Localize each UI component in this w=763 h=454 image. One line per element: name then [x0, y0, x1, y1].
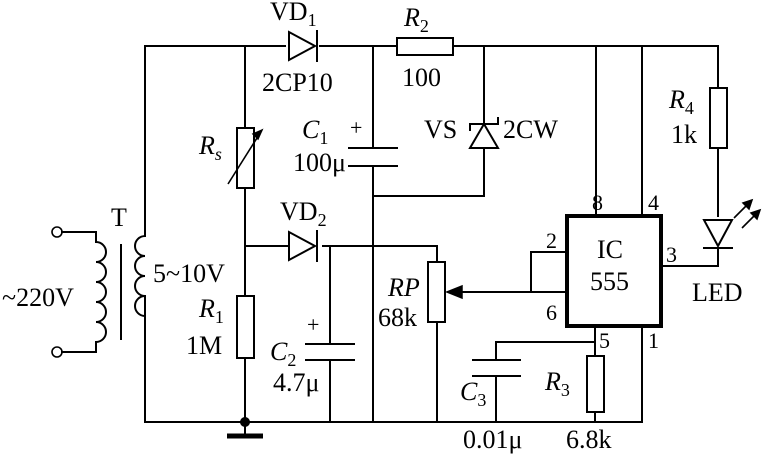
- r4-ref: R: [668, 85, 685, 114]
- svg-text:VD2: VD2: [280, 197, 327, 230]
- rp-ref: RP: [387, 273, 420, 302]
- ic-pin-4: 4: [648, 190, 659, 215]
- rs-sub: s: [215, 144, 222, 164]
- transformer-t: T ~220V 5~10V: [2, 203, 225, 358]
- rp-value: 68k: [378, 303, 417, 332]
- r1-sub: 1: [215, 307, 224, 327]
- vd1-sub: 1: [308, 10, 317, 30]
- svg-text:C1: C1: [302, 115, 328, 148]
- c1-polarity: +: [350, 115, 362, 140]
- diode-vd2: VD2: [280, 197, 327, 262]
- led-indicator: LED: [692, 198, 762, 307]
- ic-pin-6: 6: [546, 300, 557, 325]
- resistor-r4: R4 1k: [668, 85, 728, 149]
- zener-vs: VS 2CW: [424, 109, 558, 167]
- svg-text:R2: R2: [403, 3, 429, 36]
- r2-ref: R: [403, 3, 420, 32]
- capacitor-c3-plates: [472, 359, 521, 377]
- capacitor-c2: + C2 4.7μ: [270, 312, 355, 397]
- svg-text:VD1: VD1: [270, 0, 317, 30]
- c1-value: 100μ: [293, 148, 346, 177]
- capacitor-c2-plates: [305, 343, 355, 361]
- secondary-coil: [134, 231, 147, 318]
- input-terminal-top: [51, 226, 63, 238]
- ic-555-body: [565, 214, 663, 328]
- r4-value: 1k: [671, 120, 697, 149]
- capacitor-c3: C3 0.01μ: [460, 359, 522, 454]
- resistor-r2-body: [396, 37, 454, 56]
- input-voltage-label: ~220V: [2, 283, 74, 312]
- svg-text:C3: C3: [460, 377, 486, 410]
- resistor-r3-body: [586, 355, 605, 413]
- r3-value: 6.8k: [566, 425, 612, 454]
- primary-coil: [94, 240, 107, 344]
- ic-line2: 555: [590, 267, 629, 296]
- svg-text:Rs: Rs: [198, 131, 222, 164]
- r3-sub: 3: [561, 380, 570, 400]
- vs-ref: VS: [424, 115, 457, 144]
- resistor-rs-body: [236, 127, 255, 189]
- ic-pin-5: 5: [599, 328, 610, 353]
- resistor-r1-body: [236, 295, 255, 359]
- ic-pin-3: 3: [666, 242, 677, 267]
- capacitor-c1-plates: [348, 147, 398, 167]
- rp-wiper-arrow: [444, 284, 463, 300]
- vd1-ref: VD: [270, 0, 308, 26]
- diode-vd1-symbol: [288, 30, 318, 62]
- r2-sub: 2: [420, 16, 429, 36]
- c3-value: 0.01μ: [463, 425, 522, 454]
- ic-line1: IC: [597, 235, 623, 264]
- resistor-r3: R3 6.8k: [544, 355, 612, 454]
- c3-sub: 3: [477, 390, 486, 410]
- c1-sub: 1: [319, 128, 328, 148]
- r3-ref: R: [544, 367, 561, 396]
- input-terminal-bottom: [51, 346, 63, 358]
- zener-vs-symbol: [468, 122, 500, 149]
- c2-ref: C: [270, 337, 288, 366]
- ic-pin-8: 8: [592, 190, 603, 215]
- diode-vd1: VD1 2CP10: [262, 0, 333, 97]
- r2-value: 100: [402, 63, 441, 92]
- capacitor-c1: + C1 100μ: [293, 115, 398, 177]
- wires: [144, 45, 719, 435]
- diode-vd2-symbol: [288, 230, 318, 262]
- c1-ref: C: [302, 115, 320, 144]
- r1-ref: R: [198, 294, 215, 323]
- ground-symbol: [227, 417, 263, 439]
- c3-ref: C: [460, 377, 478, 406]
- svg-text:R3: R3: [544, 367, 570, 400]
- led-symbol: [702, 219, 734, 249]
- ic-pin-1: 1: [648, 328, 659, 353]
- ground-junction: [240, 417, 250, 427]
- svg-text:R1: R1: [198, 294, 224, 327]
- output-voltage-label: 5~10V: [153, 259, 225, 288]
- c2-value: 4.7μ: [273, 368, 319, 397]
- vd2-ref: VD: [280, 197, 318, 226]
- vd1-type: 2CP10: [262, 68, 333, 97]
- led-label: LED: [692, 278, 743, 307]
- svg-text:R4: R4: [668, 85, 694, 118]
- vd2-sub: 2: [318, 210, 327, 230]
- resistor-rs: Rs: [198, 127, 264, 189]
- rs-ref: R: [198, 131, 215, 160]
- potentiometer-rp: RP 68k: [378, 261, 532, 332]
- potentiometer-rp-body: [427, 261, 446, 323]
- ic-pin-2: 2: [546, 228, 557, 253]
- variable-arrow: [227, 129, 263, 185]
- resistor-r4-body: [709, 87, 728, 149]
- c2-polarity: +: [307, 312, 319, 337]
- vs-type: 2CW: [503, 115, 558, 144]
- c2-sub: 2: [287, 350, 296, 370]
- resistor-r2: R2 100: [396, 3, 454, 92]
- ic-555: IC 555 8 4 2 3 6 5 1: [546, 190, 677, 353]
- transformer-ref: T: [111, 203, 127, 232]
- resistor-r1: R1 1M: [186, 294, 255, 360]
- svg-text:C2: C2: [270, 337, 296, 370]
- r4-sub: 4: [685, 98, 694, 118]
- r1-value: 1M: [186, 331, 222, 360]
